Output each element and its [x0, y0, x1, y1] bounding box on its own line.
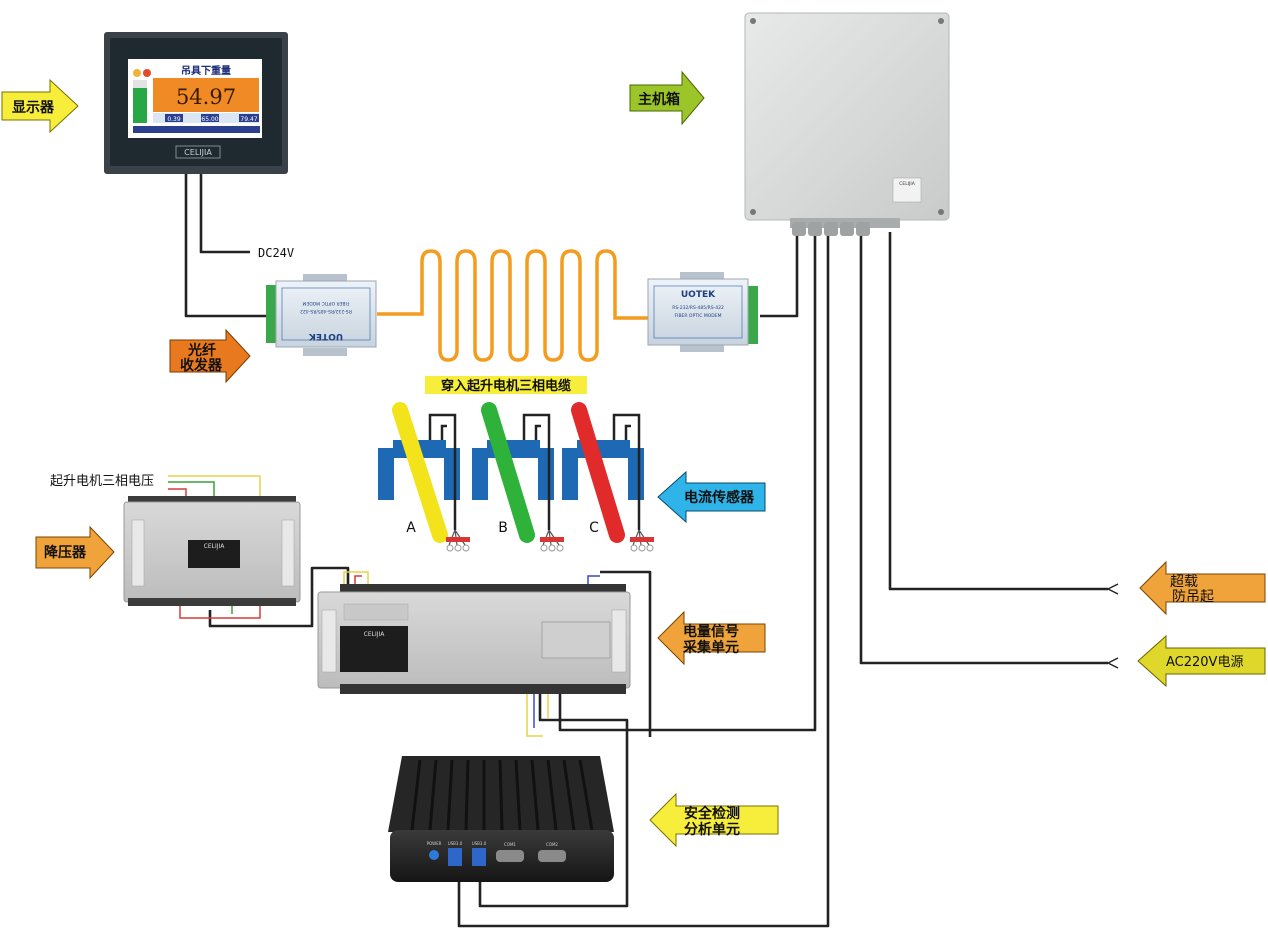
modem-right-brand: UOTEK	[681, 290, 716, 300]
wire-acq-pc-b	[478, 690, 629, 908]
wire-acq-pc-a	[600, 570, 652, 737]
arrow-modem-label-1: 光纤	[187, 342, 216, 359]
pc-port-com1: COM1	[504, 842, 516, 847]
arrow-acq-unit: 电量信号 采集单元	[657, 610, 766, 666]
arrow-current-sensor-label: 电流传感器	[684, 489, 755, 506]
pc-port-usb-2: USB3.0	[472, 841, 487, 846]
host-box: CELIJIA	[744, 12, 950, 236]
arrow-display-label: 显示器	[12, 100, 55, 116]
acquisition-unit: CELIJIA	[317, 584, 631, 694]
arrow-host-box-label: 主机箱	[638, 91, 680, 108]
modem-left-desc: FIBER OPTIC MODEM	[302, 300, 349, 306]
arrow-ac220: AC220V电源	[1137, 634, 1266, 688]
wire-host-pc	[457, 232, 830, 928]
current-sensors: A B C	[378, 402, 654, 552]
wire-host-acq	[558, 232, 817, 732]
wire-terminals	[1107, 583, 1119, 669]
phase-label-a: A	[406, 520, 416, 536]
modem-left-model: RS-232/RS-485/RS-422	[300, 308, 352, 314]
display-device: 吊具下重量 54.97 0.39 65.00 79.47 CELIJIA	[104, 32, 288, 174]
wires	[184, 170, 1108, 928]
display-reading: 54.97	[176, 85, 236, 109]
display-value-2: 65.00	[201, 116, 218, 123]
transformer-device: CELIJIA	[123, 496, 301, 606]
wire-modem-host	[760, 232, 799, 318]
arrow-transformer: 降压器	[35, 525, 115, 580]
wire-display-modem	[184, 170, 268, 318]
transformer-brand: CELIJIA	[204, 543, 226, 550]
pc-port-usb-1: USB3.0	[448, 841, 463, 846]
wire-host-overload	[888, 232, 1108, 591]
modem-left: UOTEK RS-232/RS-485/RS-422 FIBER OPTIC M…	[266, 274, 377, 356]
safety-pc: POWER USB3.0 USB3.0 COM1 COM2	[388, 756, 614, 882]
pc-port-com2: COM2	[546, 842, 558, 847]
acq-unit-brand: CELIJIA	[364, 631, 386, 638]
phase-label-b: B	[498, 520, 508, 536]
display-brand: CELIJIA	[184, 148, 212, 157]
arrow-safety-unit-label-2: 分析单元	[684, 821, 740, 838]
fiber-coil	[377, 249, 652, 362]
modem-left-brand: UOTEK	[308, 331, 343, 341]
host-box-brand: CELIJIA	[899, 181, 915, 187]
modem-right-desc: FIBER OPTIC MODEM	[675, 313, 722, 319]
display-value-3: 79.47	[240, 116, 257, 123]
arrow-overload-label-2: 防吊起	[1172, 589, 1214, 605]
arrow-display: 显示器	[1, 78, 79, 134]
arrow-acq-unit-label-1: 电量信号	[683, 623, 739, 640]
dc24v-label: DC24V	[258, 246, 294, 260]
arrow-current-sensor: 电流传感器	[657, 470, 766, 524]
wire-display-dc24v	[199, 170, 250, 254]
arrow-safety-unit-label-1: 安全检测	[684, 805, 740, 822]
modem-right: UOTEK RS-232/RS-485/RS-422 FIBER OPTIC M…	[647, 272, 758, 352]
arrow-host-box: 主机箱	[629, 70, 705, 126]
arrow-overload-label-1: 超载	[1170, 574, 1198, 590]
phase-label-c: C	[589, 520, 599, 536]
display-screen-title: 吊具下重量	[181, 64, 231, 77]
modem-right-model: RS-232/RS-485/RS-422	[672, 305, 724, 311]
arrow-ac220-label: AC220V电源	[1166, 655, 1243, 670]
colored-wires	[168, 475, 600, 737]
cable-caption-bg	[425, 376, 587, 394]
arrow-modem-label-2: 收发器	[180, 357, 223, 374]
arrow-overload: 超载 防吊起	[1139, 560, 1266, 616]
cable-caption: 穿入起升电机三相电缆	[441, 378, 571, 394]
display-value-1: 0.39	[167, 116, 181, 123]
arrow-transformer-label: 降压器	[44, 544, 87, 561]
current-sensor-a: A	[378, 402, 470, 552]
current-sensor-c: C	[562, 402, 654, 552]
transformer-voltage-caption: 起升电机三相电压	[50, 474, 154, 489]
display-reading-panel	[153, 78, 259, 112]
pc-port-power: POWER	[427, 841, 442, 846]
arrow-acq-unit-label-2: 采集单元	[682, 639, 739, 656]
current-sensor-b: B	[472, 402, 564, 552]
arrow-modem: 光纤 收发器	[169, 328, 251, 384]
arrow-safety-unit: 安全检测 分析单元	[649, 792, 779, 848]
wire-host-ac220	[859, 232, 1108, 665]
